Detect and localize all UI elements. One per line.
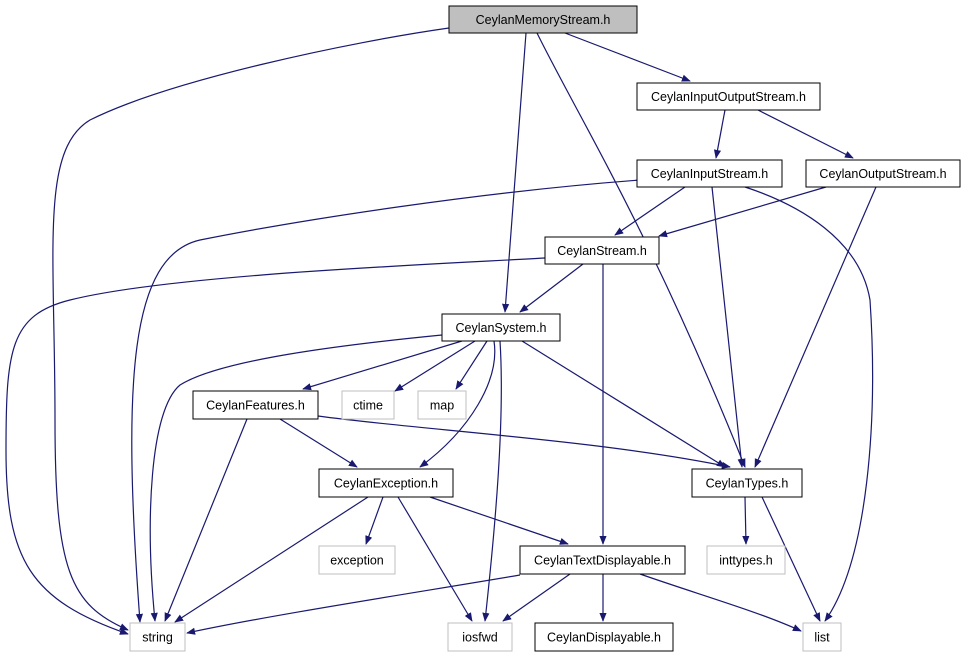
- edge-memstream-to-string: [52, 27, 450, 631]
- edge-features-to-types: [317, 415, 731, 469]
- edge-exception_h-to-iosfwd: [397, 496, 473, 622]
- edge-memstream-to-types: [536, 32, 746, 468]
- node-label: inttypes.h: [719, 554, 773, 568]
- node-label: CeylanMemoryStream.h: [476, 13, 611, 27]
- node-label: CeylanInputOutputStream.h: [651, 90, 806, 104]
- edge-system-to-string: [149, 334, 443, 622]
- node-box: [192, 390, 319, 420]
- node-box: [417, 390, 467, 420]
- edge-stream-to-system: [519, 263, 584, 313]
- edge-iostream-to-instream: [713, 109, 726, 159]
- edge-system-to-map: [455, 340, 488, 390]
- node-exception: exception: [318, 545, 396, 575]
- node-textdisp[interactable]: CeylanTextDisplayable.h: [519, 545, 686, 575]
- edge-system-to-exception_h: [419, 340, 496, 468]
- node-outstream[interactable]: CeylanOutputStream.h: [805, 159, 961, 188]
- edge-memstream-to-system: [502, 32, 527, 313]
- edge-features-to-exception_h: [279, 418, 358, 468]
- edge-instream-to-list: [744, 186, 874, 622]
- node-label: map: [430, 399, 454, 413]
- edge-types-to-list: [761, 496, 821, 622]
- node-box: [341, 390, 395, 420]
- edge-stream-to-string: [5, 257, 546, 635]
- edge-system-to-ctime: [394, 340, 476, 392]
- nodes-layer: CeylanMemoryStream.hCeylanInputOutputStr…: [129, 5, 961, 652]
- edge-features-to-string: [164, 418, 248, 622]
- node-label: ctime: [353, 399, 383, 413]
- edge-instream-to-types: [711, 186, 745, 468]
- node-box: [544, 236, 660, 265]
- node-map: map: [417, 390, 467, 420]
- node-box: [318, 545, 396, 575]
- node-types[interactable]: CeylanTypes.h: [691, 468, 803, 498]
- node-list: list: [802, 622, 842, 652]
- edge-textdisp-to-iosfwd: [502, 573, 571, 622]
- edge-exception_h-to-textdisp: [429, 496, 569, 545]
- node-box: [447, 622, 513, 652]
- node-system[interactable]: CeylanSystem.h: [441, 313, 561, 342]
- node-box: [802, 622, 842, 652]
- edge-system-to-features: [302, 340, 463, 391]
- node-label: exception: [330, 554, 384, 568]
- node-memstream[interactable]: CeylanMemoryStream.h: [448, 5, 638, 34]
- node-exception_h[interactable]: CeylanException.h: [318, 468, 454, 498]
- node-box: [318, 468, 454, 498]
- node-inttypes: inttypes.h: [706, 545, 786, 575]
- node-ctime: ctime: [341, 390, 395, 420]
- node-box: [534, 622, 674, 652]
- node-label: CeylanFeatures.h: [206, 399, 305, 413]
- node-box: [636, 159, 783, 188]
- node-box: [448, 5, 638, 34]
- edge-iostream-to-outstream: [757, 109, 854, 159]
- node-box: [706, 545, 786, 575]
- node-string: string: [129, 622, 186, 652]
- node-disp[interactable]: CeylanDisplayable.h: [534, 622, 674, 652]
- node-label: CeylanDisplayable.h: [547, 631, 661, 645]
- edge-system-to-types: [521, 340, 726, 468]
- edge-exception_h-to-string: [174, 496, 369, 623]
- node-box: [636, 82, 821, 111]
- edge-textdisp-to-list: [639, 573, 802, 632]
- edge-outstream-to-stream: [658, 186, 827, 238]
- edges-layer: [5, 27, 877, 635]
- node-instream[interactable]: CeylanInputStream.h: [636, 159, 783, 188]
- node-label: CeylanTextDisplayable.h: [534, 554, 671, 568]
- node-box: [519, 545, 686, 575]
- node-box: [441, 313, 561, 342]
- node-iosfwd: iosfwd: [447, 622, 513, 652]
- node-label: CeylanSystem.h: [455, 321, 546, 335]
- node-box: [805, 159, 961, 188]
- node-label: list: [814, 631, 830, 645]
- node-label: CeylanOutputStream.h: [819, 167, 946, 181]
- node-label: CeylanTypes.h: [706, 477, 789, 491]
- node-box: [129, 622, 186, 652]
- node-label: CeylanException.h: [334, 477, 438, 491]
- edge-system-to-iosfwd: [482, 340, 502, 622]
- node-label: CeylanInputStream.h: [651, 167, 768, 181]
- edge-outstream-to-types: [754, 186, 877, 468]
- node-label: iosfwd: [462, 631, 497, 645]
- node-box: [691, 468, 803, 498]
- edge-types-to-inttypes: [742, 496, 750, 545]
- node-iostream[interactable]: CeylanInputOutputStream.h: [636, 82, 821, 111]
- node-stream[interactable]: CeylanStream.h: [544, 236, 660, 265]
- edge-memstream-to-iostream: [564, 32, 691, 82]
- node-features[interactable]: CeylanFeatures.h: [192, 390, 319, 420]
- node-label: string: [142, 631, 173, 645]
- node-label: CeylanStream.h: [557, 244, 647, 258]
- edge-instream-to-stream: [614, 186, 686, 236]
- edge-textdisp-to-string: [186, 574, 521, 635]
- edge-instream-to-string: [131, 179, 641, 623]
- edge-exception_h-to-exception: [365, 496, 384, 545]
